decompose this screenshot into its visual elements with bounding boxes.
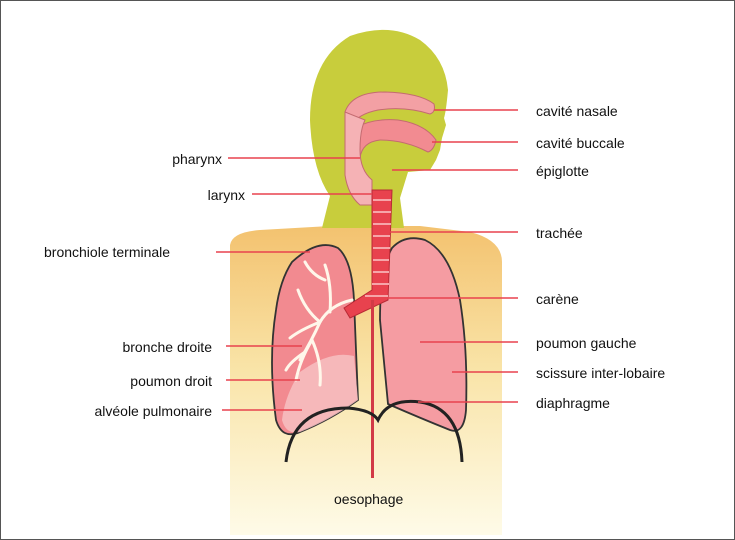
label-cavite-buccale: cavité buccale bbox=[536, 135, 625, 151]
label-diaphragme: diaphragme bbox=[536, 395, 610, 411]
label-poumon-gauche: poumon gauche bbox=[536, 335, 636, 351]
label-bronche-droite: bronche droite bbox=[60, 339, 212, 355]
label-larynx: larynx bbox=[100, 187, 245, 203]
label-poumon-droit: poumon droit bbox=[60, 373, 212, 389]
label-scissure-inter-lobaire: scissure inter-lobaire bbox=[536, 365, 665, 381]
label-alveole-pulmonaire: alvéole pulmonaire bbox=[40, 403, 212, 419]
label-carene: carène bbox=[536, 291, 579, 307]
label-oesophage: oesophage bbox=[334, 491, 403, 507]
label-trachee: trachée bbox=[536, 225, 583, 241]
label-epiglotte: épiglotte bbox=[536, 163, 589, 179]
label-bronchiole-terminale: bronchiole terminale bbox=[44, 244, 170, 260]
label-pharynx: pharynx bbox=[100, 151, 222, 167]
oesophagus-line bbox=[371, 300, 374, 478]
label-cavite-nasale: cavité nasale bbox=[536, 103, 618, 119]
